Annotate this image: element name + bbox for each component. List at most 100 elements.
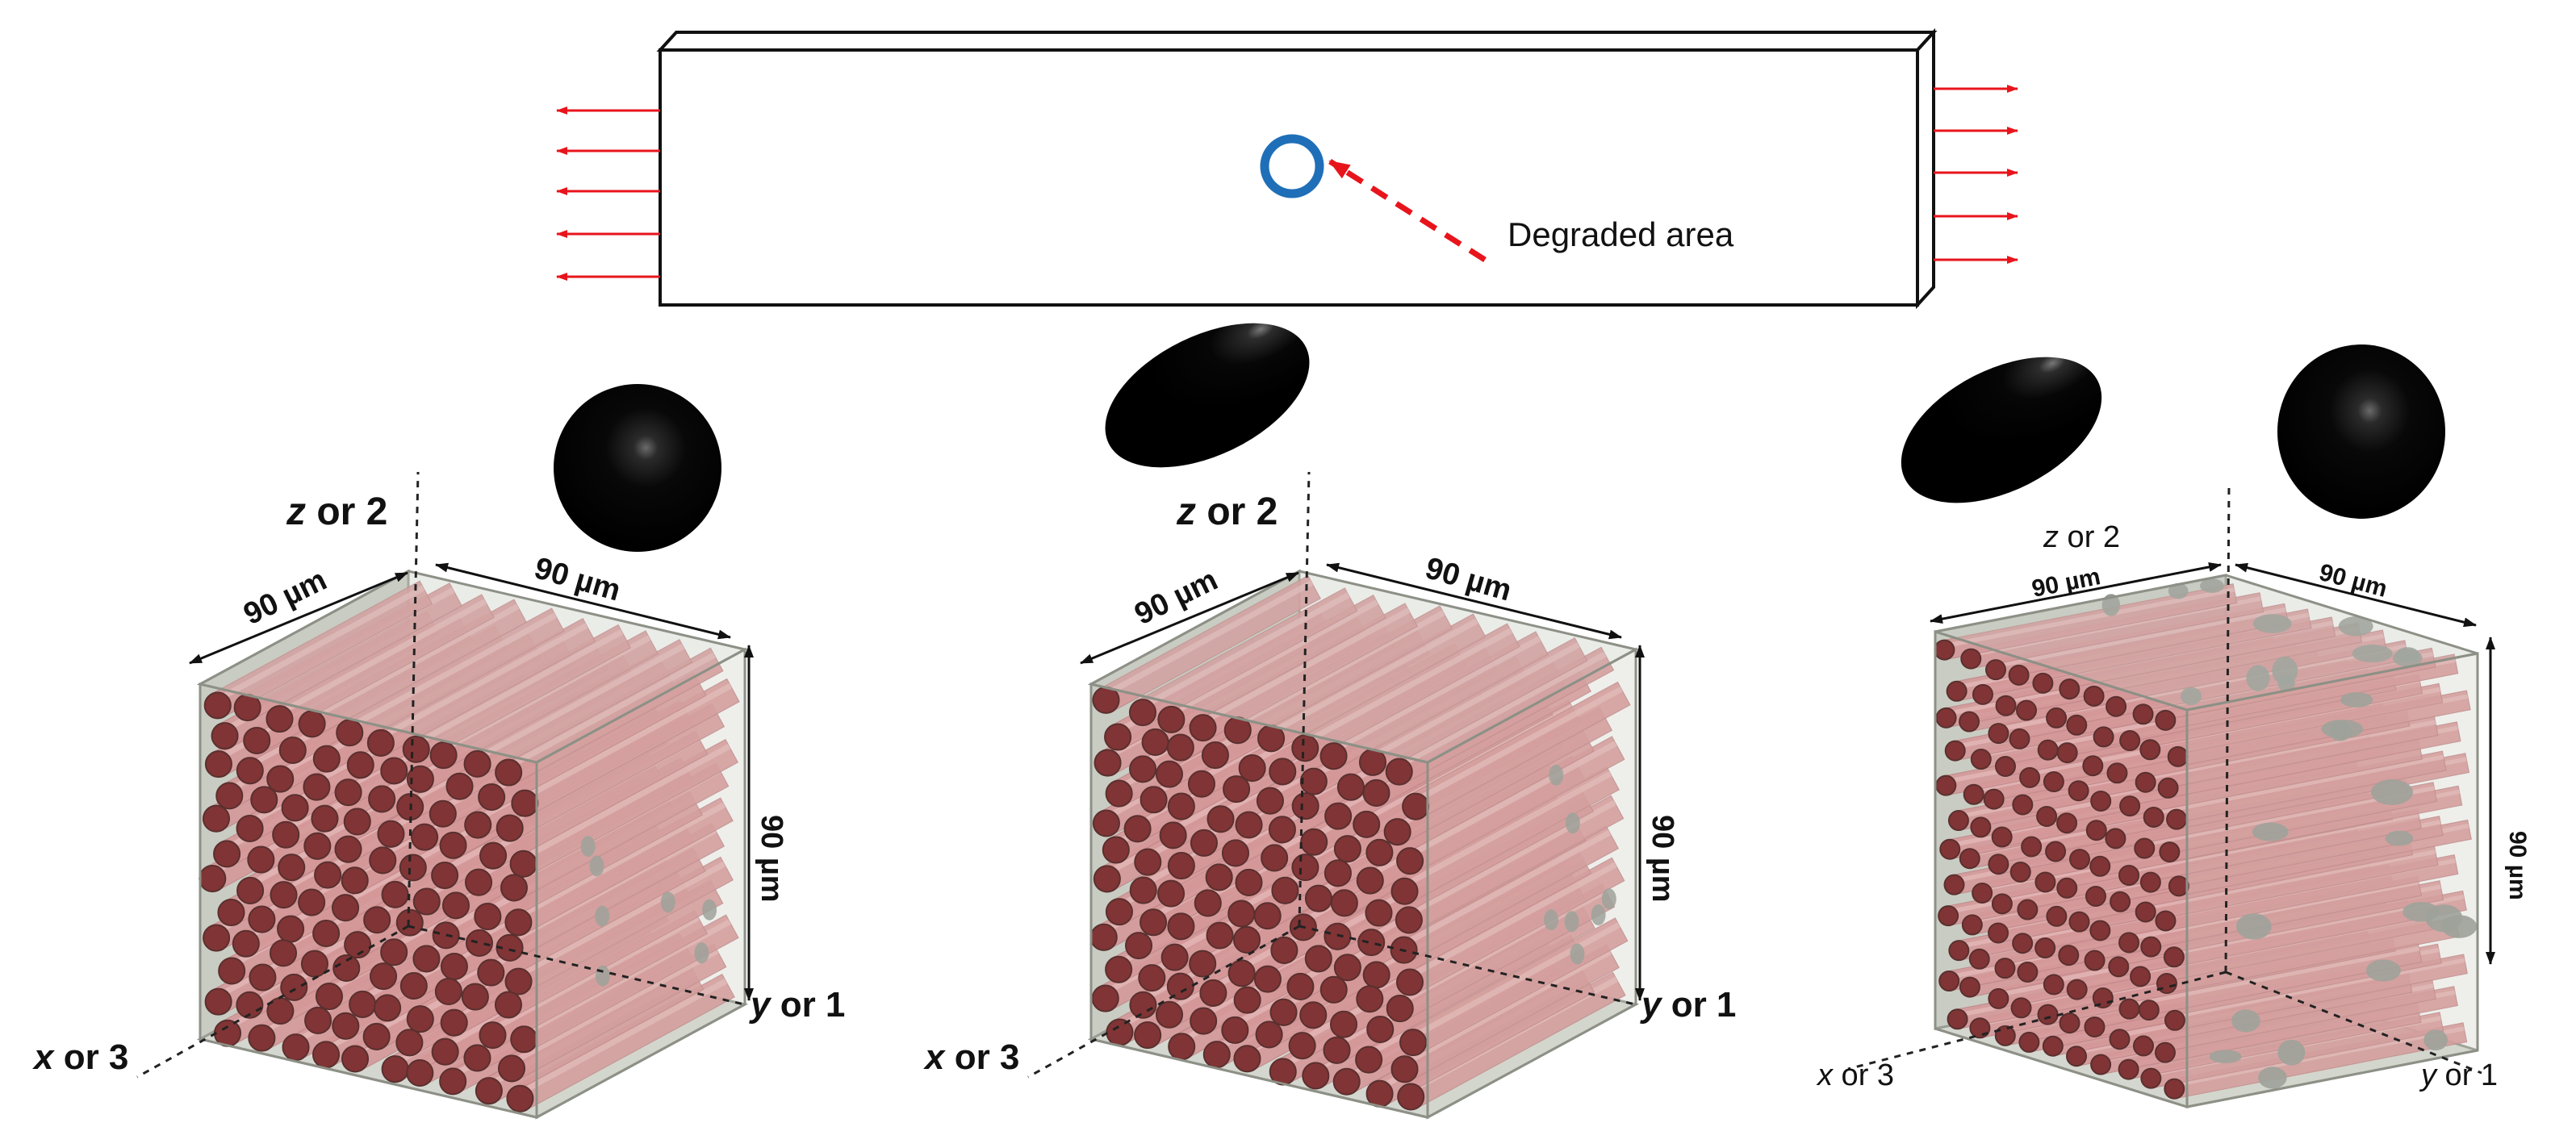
fiber-end <box>2139 739 2161 761</box>
fiber-end <box>1991 826 2013 848</box>
fiber-end <box>1291 734 1319 762</box>
fiber-end <box>1988 987 2009 1009</box>
fiber-end <box>1253 965 1282 993</box>
cube-2-labels: z or 2 x or 3 y or 1 90 µm 90 µm 90 µm <box>923 491 1736 1077</box>
fiber-end <box>1268 816 1296 844</box>
fiber-end <box>1972 882 1993 904</box>
fiber-end <box>1357 929 1386 957</box>
fiber-end <box>2056 812 2078 834</box>
fiber-end <box>1189 950 1217 978</box>
fiber-end <box>332 954 361 983</box>
fiber-end <box>1390 1055 1419 1083</box>
fiber-end <box>2017 961 2039 983</box>
fiber-end <box>2066 979 2088 1000</box>
axis-z-line <box>2224 483 2231 973</box>
fiber-end <box>1946 680 1968 702</box>
fiber-end <box>1304 945 1332 973</box>
fiber-highlight <box>412 628 624 748</box>
fiber-end <box>2140 1067 2162 1089</box>
fiber-end <box>236 757 264 785</box>
fiber-end <box>2042 1035 2064 1057</box>
fiber-end <box>474 903 502 931</box>
fiber-end <box>429 741 458 770</box>
fiber-end <box>399 854 427 882</box>
fiber-end <box>504 908 533 937</box>
beam-front-face <box>659 48 1919 307</box>
fiber-highlight <box>516 978 728 1097</box>
fiber-end <box>1199 979 1227 1007</box>
fiber-end <box>374 994 402 1022</box>
void <box>1565 812 1580 834</box>
fiber-highlight <box>1400 949 1612 1067</box>
fiber-end <box>1299 1001 1328 1029</box>
fiber-end <box>232 929 260 958</box>
fiber-highlight <box>488 915 700 1033</box>
fiber-end <box>1187 770 1215 798</box>
void <box>2181 687 2202 706</box>
fiber-end <box>1386 995 1414 1023</box>
coordinate-axes <box>136 471 745 1079</box>
fiber-end <box>266 705 294 733</box>
dim-front-arrow <box>189 571 408 665</box>
fiber-end <box>2045 841 2067 862</box>
fiber-end <box>314 861 342 889</box>
fiber-end <box>1948 940 1970 962</box>
fiber-end <box>1324 859 1352 887</box>
fiber-end <box>203 924 231 952</box>
dim-top-arrow <box>1326 562 1622 640</box>
fiber-end <box>479 1021 507 1050</box>
matrix-front-face <box>1934 629 2189 1109</box>
fiber-end <box>1256 787 1284 815</box>
fiber-end <box>236 814 264 843</box>
fiber-end <box>2043 974 2064 996</box>
fiber-end <box>479 841 508 870</box>
fiber-end <box>1362 779 1390 807</box>
fiber-end <box>2163 946 2185 968</box>
fiber-end <box>2164 1009 2185 1031</box>
fiber-end <box>334 779 362 807</box>
fiber-end <box>2135 771 2156 793</box>
fiber-end <box>380 757 408 785</box>
fiber-end <box>1323 1036 1351 1064</box>
fiber-end <box>217 899 245 927</box>
fiber-end <box>412 887 441 916</box>
fiber-highlight <box>504 652 716 771</box>
fiber-end <box>1959 711 1980 733</box>
fiber-end <box>1994 958 2016 979</box>
fiber-end <box>411 823 439 851</box>
fiber-end <box>406 765 434 793</box>
fiber-end <box>439 831 467 859</box>
fiber-highlight <box>1399 829 1612 949</box>
fiber-end <box>346 751 374 779</box>
fiber-end <box>1356 866 1384 895</box>
fiber-end <box>1190 1007 1218 1035</box>
fiber-end <box>1365 838 1394 866</box>
fiber-highlight <box>2144 720 2436 781</box>
fiber-end <box>2110 891 2131 912</box>
fiber-end <box>363 906 391 934</box>
fiber-end <box>1353 810 1381 838</box>
fiber-end <box>2155 709 2177 731</box>
fiber-highlight <box>2173 958 2465 1019</box>
dim-front-arrow <box>1930 561 2222 624</box>
fiber-end <box>2059 1012 2080 1034</box>
fiber-end <box>1269 758 1297 786</box>
spherical-inclusion-1 <box>554 384 721 552</box>
fiber-end <box>236 991 264 1019</box>
axis-y-line <box>1298 925 1636 1006</box>
fiber-end <box>1291 854 1319 882</box>
fiber-end <box>463 1044 491 1072</box>
fiber-end <box>2108 956 2130 978</box>
fiber-end <box>1167 852 1195 880</box>
void <box>2395 647 2419 662</box>
fiber-end <box>1319 975 1348 1004</box>
fiber-end <box>1159 821 1187 850</box>
fiber-end <box>1329 1010 1358 1038</box>
fiber-end <box>2084 1016 2106 1037</box>
fiber-end <box>1970 749 1992 770</box>
fiber-end <box>1166 733 1194 762</box>
fiber-end <box>2056 877 2078 899</box>
fiber-end <box>1261 844 1289 872</box>
fiber-end <box>1947 810 1969 832</box>
fiber-end <box>331 894 360 922</box>
